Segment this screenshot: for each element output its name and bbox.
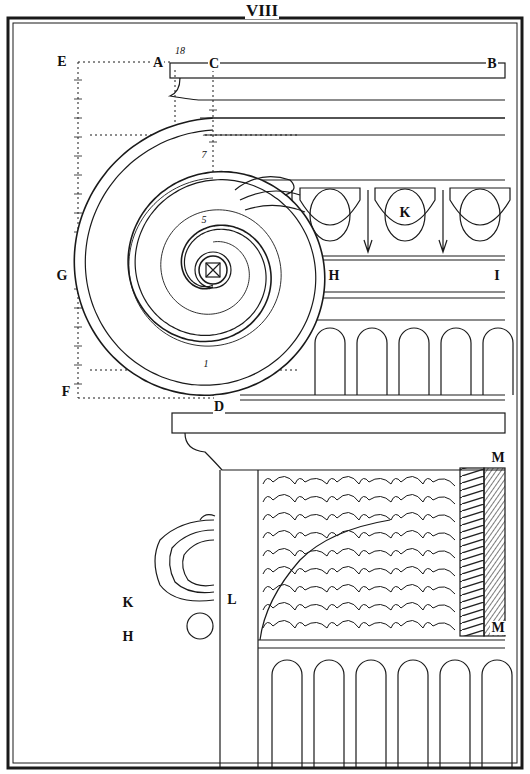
abacus [170,63,505,78]
scale-tick [74,194,82,195]
part-letter: M [490,621,505,635]
scale-tick [74,346,82,347]
acanthus-leaf [263,512,455,522]
scale-tick [209,110,217,111]
volute-ground [74,118,324,395]
baluster-rope [460,468,484,636]
scale-tick [209,142,217,143]
volute-eye [199,256,227,284]
volute-inner [129,178,281,346]
volute-fillet [85,130,315,385]
astragal-profile [187,613,213,639]
dart [439,190,447,252]
flute [356,660,386,768]
egg [460,189,500,241]
part-letter: M [490,451,505,465]
acanthus-leaf [263,548,455,558]
egg-shell [300,188,360,225]
part-letter: A [152,56,164,70]
scale-tick [74,99,82,100]
eye-cross [206,263,220,277]
scale-tick [74,365,82,366]
scale-tick [74,384,82,385]
part-letter: VIII [245,2,279,19]
flute [357,328,387,395]
scale-tick [74,175,82,176]
acanthus-stalk [260,520,390,640]
egg [310,189,350,241]
scale-number: 1 [203,359,210,369]
flute [399,328,429,395]
plate-frame [8,18,522,768]
flute [398,660,428,768]
scale-tick [74,213,82,214]
volute-eye-ring [195,252,231,288]
part-letter: H [328,269,341,283]
scale-tick [74,327,82,328]
acanthus-leaf [263,476,455,486]
scale-tick [74,308,82,309]
egg [385,189,425,241]
flute [440,660,470,768]
acanthus-leaf [263,620,455,630]
dart [364,190,372,252]
scale-tick [74,118,82,119]
scale-number: 5 [201,215,208,225]
part-letter: B [486,57,497,71]
abacus-ovolo [170,78,505,100]
acanthus-leaf [263,584,455,594]
volute-leaf [235,177,305,212]
part-letter: G [56,269,69,283]
egg-shell [450,188,510,225]
flute [314,660,344,768]
volute-spiral [74,118,324,395]
flute [441,328,471,395]
acanthus-leaf [263,530,455,540]
acanthus-leaf [263,602,455,612]
side-ovolo [185,433,505,470]
part-letter: H [122,630,135,644]
baluster-leaf-band [484,468,505,636]
flute [272,660,302,768]
part-letter: K [399,206,412,220]
scale-tick [74,156,82,157]
acanthus-leaf [263,566,455,576]
plate-inner-frame [13,23,517,763]
engraving-lines [8,18,522,768]
flute [482,660,512,768]
part-letter: K [122,596,135,610]
flute [483,328,513,395]
part-letter: C [208,57,220,71]
volute-side-profile [155,520,214,601]
part-letter: I [493,269,500,283]
scale-tick [74,137,82,138]
part-letter: E [56,55,67,69]
egg-shell [375,188,435,225]
volute-band [213,117,505,118]
part-letter: D [213,400,225,414]
abacus-side [172,413,505,433]
flute [315,328,345,395]
acanthus-leaf [263,494,455,504]
scale-number: 18 [174,46,186,56]
part-letter: L [226,593,237,607]
part-letter: F [61,385,72,399]
scale-number: 7 [201,150,208,160]
scale-tick [74,80,82,81]
eye-square [206,263,220,277]
